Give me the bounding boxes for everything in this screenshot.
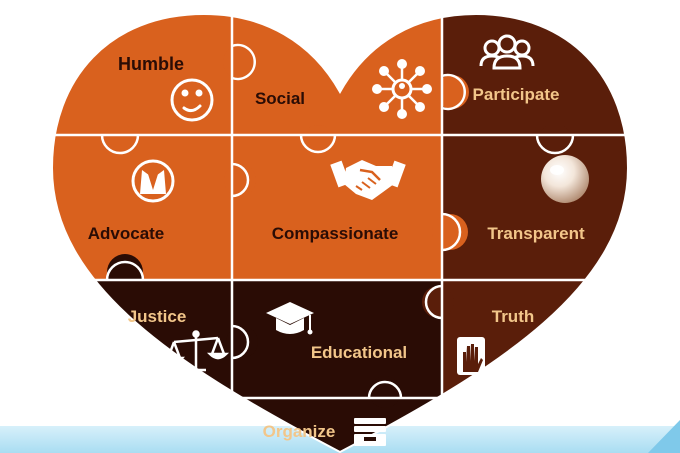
raised-hand-icon bbox=[457, 337, 485, 375]
label-educational: Educational bbox=[311, 343, 407, 362]
label-advocate: Advocate bbox=[88, 224, 165, 243]
piece-transparent bbox=[442, 135, 628, 280]
scales-icon bbox=[162, 330, 230, 372]
corner-accent bbox=[648, 420, 680, 453]
piece-advocate bbox=[52, 135, 232, 280]
knob-social-right bbox=[435, 75, 469, 109]
graduation-cap-icon bbox=[266, 302, 314, 335]
network-people-icon bbox=[372, 59, 432, 119]
piece-humble bbox=[52, 14, 232, 135]
piece-participate bbox=[442, 14, 628, 135]
file-drawer-icon bbox=[354, 418, 386, 446]
knob-truth-left bbox=[422, 286, 454, 318]
label-compassionate: Compassionate bbox=[272, 224, 399, 243]
label-truth: Truth bbox=[492, 307, 535, 326]
label-humble: Humble bbox=[118, 54, 184, 74]
knob-justice-right bbox=[226, 326, 258, 358]
label-justice: Justice bbox=[128, 307, 187, 326]
label-participate: Participate bbox=[473, 85, 560, 104]
heart-outline bbox=[50, 12, 630, 453]
knob-social-bottom bbox=[301, 125, 335, 159]
knob-justice-top bbox=[107, 254, 143, 290]
knob-advocate-right bbox=[224, 164, 256, 196]
piece-educational bbox=[232, 280, 442, 398]
piece-compassionate bbox=[232, 135, 442, 280]
knob-humble-bottom bbox=[102, 124, 138, 160]
handshake-icon bbox=[330, 160, 406, 200]
label-social: Social bbox=[255, 89, 305, 108]
knob-humble-right bbox=[223, 45, 257, 79]
group-people-icon bbox=[479, 34, 535, 70]
knob-participate-bottom bbox=[537, 124, 573, 160]
knob-compassionate-right bbox=[432, 214, 468, 250]
label-organize: Organize bbox=[263, 422, 336, 441]
smiley-face-icon bbox=[170, 78, 214, 122]
pearl-orb-icon bbox=[541, 155, 589, 203]
lawyer-robe-icon bbox=[131, 159, 175, 203]
label-transparent: Transparent bbox=[487, 224, 585, 243]
piece-social bbox=[232, 14, 442, 135]
